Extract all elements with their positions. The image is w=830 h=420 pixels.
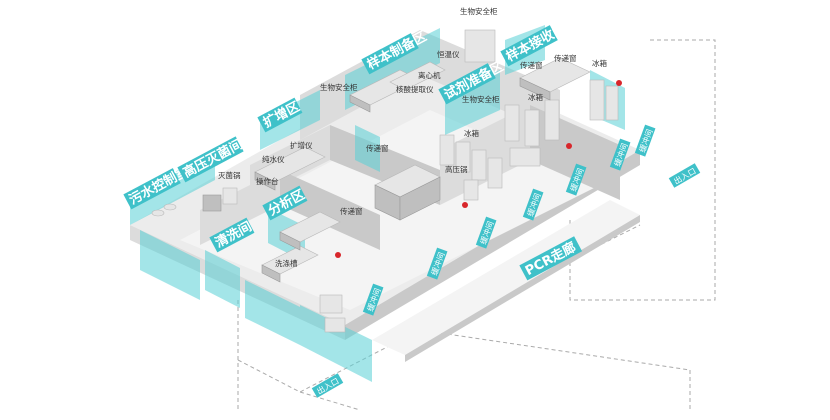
marker-dot	[566, 143, 572, 149]
svg-text:出入口: 出入口	[315, 376, 341, 397]
label-pass-box-amp: 传递窗	[366, 143, 389, 153]
label-biosafety-cabinet-left: 生物安全柜	[320, 82, 358, 92]
label-nucleic-acid-extractor: 核酸提取仪	[396, 84, 434, 94]
equipment-labels: 生物安全柜 恒温仪 离心机 核酸提取仪 生物安全柜 传递窗 冰箱 传递窗 生物安…	[218, 6, 607, 268]
label-pass-box-sample: 传递窗	[554, 53, 577, 63]
label-autoclave-reagent: 高压锅	[445, 164, 468, 174]
label-thermostat: 恒温仪	[437, 49, 460, 59]
red-markers	[335, 80, 622, 258]
label-pass-box-reagent: 传递窗	[520, 60, 543, 70]
label-fridge-sample: 冰箱	[592, 58, 607, 68]
marker-dot	[616, 80, 622, 86]
sign-entrance-1: 出入口	[311, 373, 344, 398]
label-fridge-reagent-2: 冰箱	[464, 128, 479, 138]
label-sink: 洗涤槽	[275, 258, 298, 268]
sign-entrance-2: 出入口	[668, 163, 701, 188]
marker-dot	[335, 252, 341, 258]
dashed-boundaries	[237, 39, 716, 411]
label-pass-box-analysis: 传递窗	[340, 206, 363, 216]
label-amplifier: 扩增仪	[290, 140, 313, 150]
label-ultrapure-water: 纯水仪	[262, 154, 285, 164]
label-sterilizer: 灭菌锅	[218, 170, 241, 180]
label-workbench: 操作台	[256, 176, 279, 186]
label-biosafety-cabinet-reagent: 生物安全柜	[462, 94, 500, 104]
label-biosafety-cabinet-top: 生物安全柜	[460, 6, 498, 16]
svg-text:出入口: 出入口	[672, 166, 698, 187]
label-fridge-reagent-1: 冰箱	[528, 92, 543, 102]
marker-dot	[462, 202, 468, 208]
label-centrifuge: 离心机	[418, 70, 441, 80]
sign-buffer-7: 缓冲间	[634, 124, 656, 157]
equipment	[151, 29, 619, 333]
